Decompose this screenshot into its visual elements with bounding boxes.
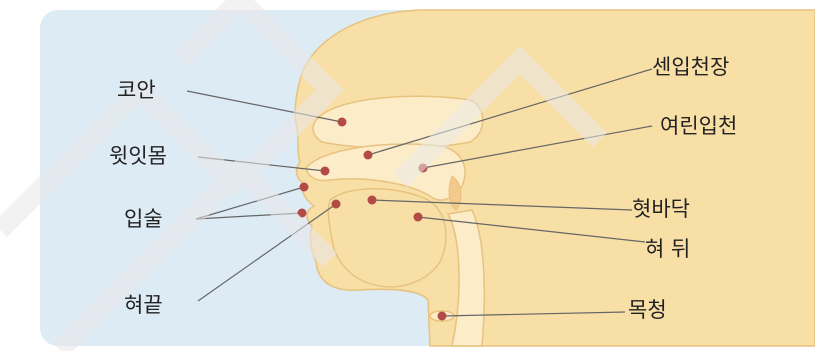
point-tongue-tip xyxy=(332,200,341,209)
point-tongue-back xyxy=(414,213,423,222)
label-glottis: 목청 xyxy=(628,300,667,321)
label-nasal-cavity: 코안 xyxy=(117,80,156,101)
point-upper-lip xyxy=(300,183,309,192)
label-tongue-tip: 혀끝 xyxy=(124,295,163,316)
label-tongue-back: 혀 뒤 xyxy=(645,239,690,260)
point-hard-palate xyxy=(364,151,373,160)
label-tongue-blade: 혓바닥 xyxy=(632,199,690,220)
label-hard-palate: 센입천장 xyxy=(652,57,729,78)
point-tongue-blade xyxy=(368,196,377,205)
label-upper-gum: 윗잇몸 xyxy=(109,146,167,167)
label-soft-palate: 여린입천 xyxy=(660,116,737,137)
point-upper-gum xyxy=(321,167,330,176)
point-nasal-cavity xyxy=(338,118,347,127)
label-lips: 입술 xyxy=(124,209,163,230)
point-glottis xyxy=(438,312,447,321)
